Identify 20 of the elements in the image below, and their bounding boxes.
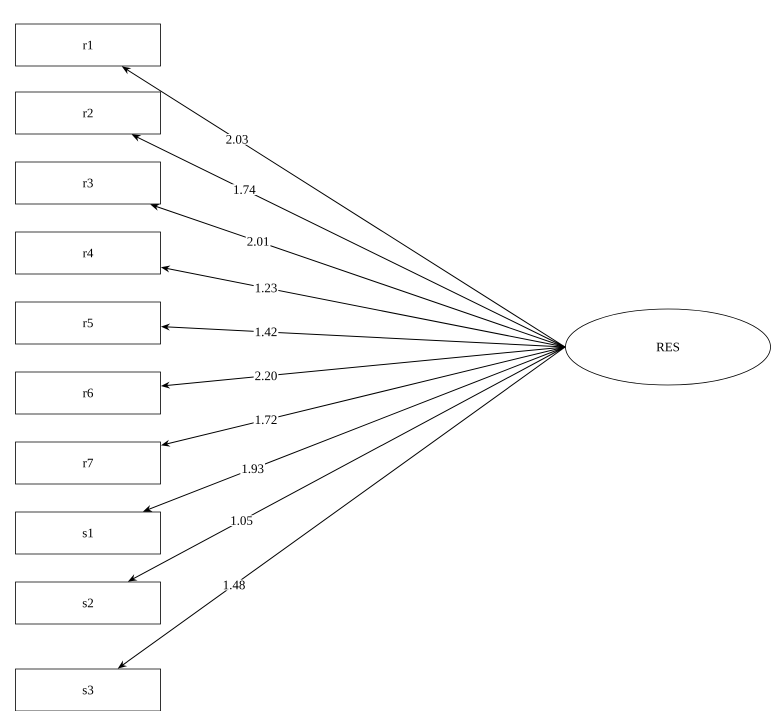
variable-box: s2 (15, 582, 161, 624)
edge-label: 2.03 (226, 134, 248, 144)
edge-label: 2.01 (247, 237, 269, 246)
edge-label: 1.93 (242, 464, 264, 474)
edge-label: 1.05 (231, 516, 252, 525)
variable-box: r2 (15, 92, 161, 134)
variable-box: s1 (15, 512, 161, 554)
edge-label: 1.72 (256, 415, 277, 424)
edge-label: 1.74 (234, 185, 256, 194)
edge-label: 1.42 (256, 328, 277, 336)
variable-box: r1 (15, 24, 161, 66)
edge-label: 1.48 (224, 580, 245, 590)
variable-box: s3 (15, 668, 161, 711)
variable-box: r5 (15, 302, 161, 344)
variable-box: r7 (15, 442, 161, 484)
edge-label: 2.20 (255, 371, 277, 380)
variable-box: r6 (15, 372, 161, 414)
edge-label: 1.23 (256, 284, 277, 292)
variable-box: r4 (15, 232, 161, 274)
variable-box: r3 (15, 162, 161, 204)
